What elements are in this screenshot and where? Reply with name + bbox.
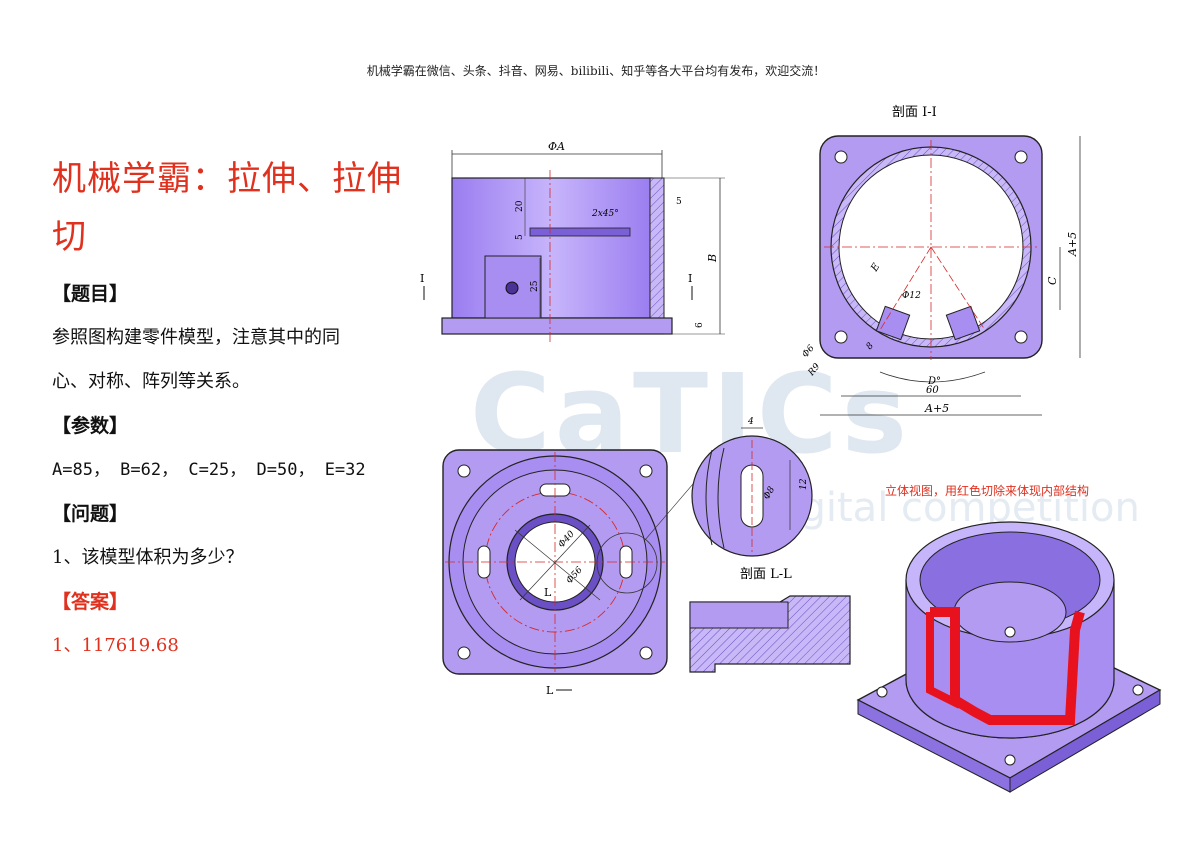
dim-d: D° [927, 376, 941, 387]
section-i-i-view: 剖面 I-I A+5 C A+5 60 D° E Φ12 Φ6 8 R9 [801, 105, 1081, 416]
answer-label: 【答案】 [52, 591, 129, 613]
isometric-view: 立体视图，用红色切除来体现内部结构 [856, 483, 1162, 793]
problem-line-1: 参照图构建零件模型，注意其中的同 [52, 327, 340, 348]
problem-label: 【题目】 [52, 283, 129, 305]
question-line: 1、该模型体积为多少？ [52, 547, 244, 568]
dim-5b: 5 [676, 197, 682, 207]
cut-label-l-bottom: L [546, 684, 554, 697]
cut-label-l-top: L [544, 586, 552, 599]
section-ll-title: 剖面 L-L [740, 567, 792, 582]
iso-caption: 立体视图，用红色切除来体现内部结构 [885, 483, 1089, 498]
dim-6: 6 [695, 322, 705, 328]
problem-panel: 机械学霸：拉伸、拉伸切 【题目】 参照图构建零件模型，注意其中的同 心、对称、阵… [52, 150, 412, 668]
dim-a5-vertical: A+5 [1066, 232, 1079, 257]
dim-c: C [1046, 276, 1059, 285]
problem-line-2: 心、对称、阵列等关系。 [52, 371, 250, 392]
page-title: 机械学霸：拉伸、拉伸切 [52, 159, 402, 257]
dim-5: 5 [515, 234, 525, 240]
dim-r9: R9 [806, 362, 823, 379]
dim-a5-horizontal: A+5 [924, 402, 949, 415]
question-label: 【问题】 [52, 503, 129, 525]
dim-phi12: Φ12 [902, 291, 921, 301]
dim-25: 25 [530, 280, 540, 292]
detail-view: 4 12 Φ8 [691, 417, 813, 557]
top-view: Φ40 Φ56 L L [442, 449, 706, 697]
detail-dim-4: 4 [747, 417, 754, 427]
dim-b: B [706, 254, 719, 263]
dim-8: 8 [865, 341, 877, 352]
dim-20: 20 [515, 200, 525, 212]
cut-label-i-right: I [688, 272, 692, 285]
cut-label-i-left: I [420, 272, 424, 285]
detail-dim-12: 12 [799, 478, 809, 490]
params-label: 【参数】 [52, 415, 129, 437]
params-line: A=85， B=62， C=25， D=50， E=32 [52, 460, 366, 480]
dim-phi6: Φ6 [801, 343, 817, 360]
dim-phi-a: ΦA [548, 140, 565, 153]
dim-60: 60 [926, 385, 939, 396]
front-view: ΦA B 20 5 25 2x45° 5 6 I I [420, 140, 725, 345]
section-l-l-view: 剖面 L-L [689, 567, 851, 673]
answer-line: 1、117619.68 [52, 635, 179, 656]
section-ii-title: 剖面 I-I [892, 105, 937, 120]
dim-chamfer: 2x45° [591, 209, 619, 219]
header-note: 机械学霸在微信、头条、抖音、网易、bilibili、知乎等各大平台均有发布，欢迎… [366, 64, 826, 78]
